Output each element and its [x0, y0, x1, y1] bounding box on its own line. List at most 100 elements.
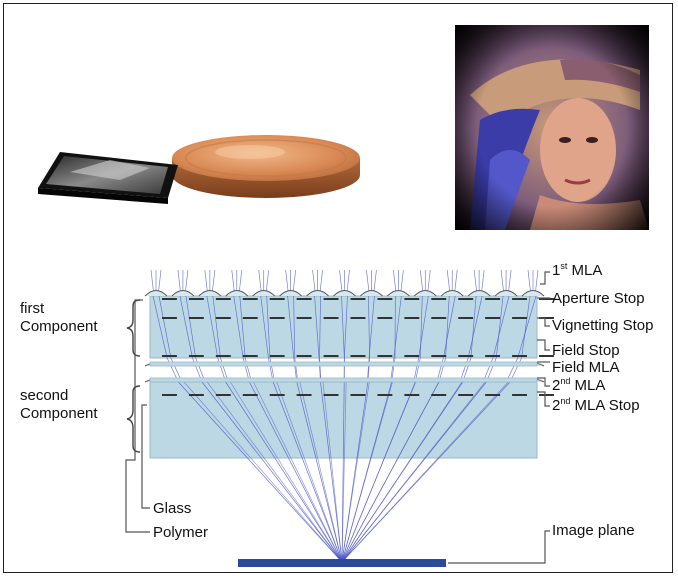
second-mla-text: MLA	[570, 377, 606, 394]
ray-channel	[314, 295, 321, 383]
first-mla-lenslet	[467, 290, 491, 297]
ray-channel	[179, 295, 203, 383]
field-mla-label: Field MLA	[552, 359, 620, 376]
second-mla-label: 2nd MLA	[552, 377, 605, 395]
image-plane-label: Image plane	[552, 522, 635, 539]
first-mla-lenslet	[171, 290, 195, 297]
ray-channel	[266, 295, 276, 383]
first-mla-label: 1st MLA	[552, 262, 602, 280]
ray-channel	[185, 295, 206, 383]
ray-to-image	[341, 381, 463, 563]
second-component-label-line2: Component	[20, 405, 98, 422]
ray-bundle	[150, 269, 539, 563]
first-mla-lenslet	[252, 290, 276, 297]
ray-channel	[509, 295, 531, 383]
ray-to-image	[341, 381, 370, 563]
second-mla-stop-text: MLA Stop	[570, 397, 640, 414]
ray-to-image	[230, 381, 343, 563]
first-mla-lenslet	[521, 290, 545, 297]
ray-to-image	[299, 381, 343, 563]
ray-channel	[486, 295, 504, 383]
ray-channel	[343, 295, 348, 383]
second-mla-ordinal: nd	[560, 376, 571, 386]
ray-to-image	[322, 381, 343, 563]
ray-to-image	[225, 381, 343, 563]
ray-channel	[239, 295, 252, 383]
ray-channel	[233, 295, 250, 383]
ray-channel	[260, 295, 274, 383]
ray-channel	[366, 295, 375, 383]
ray-to-image	[253, 381, 343, 563]
ray-to-image	[341, 381, 393, 563]
second-mla-number: 2	[552, 377, 561, 394]
first-mla-lenslet	[413, 290, 437, 297]
first-component-label-line2: Component	[20, 318, 98, 335]
first-mla-lenslet	[360, 290, 383, 297]
ray-channel	[390, 295, 402, 383]
image-plane-detector	[238, 559, 446, 567]
first-mla-text: MLA	[567, 262, 603, 279]
ray-to-image	[276, 381, 343, 563]
first-mla-lenslet	[440, 290, 464, 297]
second-component-label-line1: second	[20, 387, 69, 404]
ray-channel	[482, 295, 510, 383]
ray-channel	[436, 295, 456, 383]
first-mla-lenslet	[494, 290, 518, 297]
second-component-label: second Component	[20, 387, 98, 423]
first-mla-lenslet	[225, 290, 249, 297]
second-mla-stop-number: 2	[552, 397, 561, 414]
ray-to-image	[249, 381, 343, 563]
ray-channel	[158, 295, 183, 383]
first-mla-number: 1	[552, 262, 561, 279]
field-mla-substrate	[149, 361, 538, 367]
ray-channel	[319, 295, 322, 383]
first-mla-lenslet	[279, 290, 302, 297]
glass-leader-line	[141, 404, 150, 509]
first-mla-lenslet	[387, 290, 410, 297]
ray-channel	[438, 295, 450, 383]
ray-channel	[293, 295, 299, 383]
ray-channel	[152, 295, 179, 383]
field-stop-label: Field Stop	[552, 342, 620, 359]
camera-module	[38, 152, 178, 204]
first-mla-ordinal: st	[560, 261, 568, 271]
ray-channel	[212, 295, 229, 383]
ray-to-image	[272, 381, 343, 563]
ray-to-image	[341, 381, 347, 563]
second-mla-stop-ordinal: nd	[560, 396, 571, 406]
ray-to-image	[320, 381, 343, 563]
first-component-brace	[126, 299, 141, 357]
first-component-label-line1: first	[20, 300, 45, 317]
ray-channel	[367, 295, 371, 383]
ray-channel	[505, 295, 537, 383]
ray-to-image	[178, 381, 343, 563]
ray-to-image	[341, 381, 509, 563]
first-component-glass-block	[149, 295, 538, 359]
ray-channel	[414, 295, 423, 383]
first-mla-lenslet	[333, 290, 356, 297]
glass-label: Glass	[153, 500, 192, 517]
ray-to-image	[296, 381, 343, 563]
ray-channel	[206, 295, 227, 383]
ray-to-image	[341, 381, 486, 563]
ray-channel	[287, 295, 298, 383]
stop-layers	[162, 298, 554, 396]
vignetting-stop-label: Vignetting Stop	[552, 317, 654, 334]
first-component-label: first Component	[20, 300, 98, 336]
second-mla-substrate	[149, 377, 538, 383]
layer-leader-lines	[448, 271, 550, 564]
second-component-brace	[126, 385, 141, 453]
second-mla-stop-label: 2nd MLA Stop	[552, 397, 640, 415]
aperture-stop-label: Aperture Stop	[552, 290, 645, 307]
ray-channel	[459, 295, 483, 383]
microlens-arrays	[144, 290, 545, 383]
ray-channel	[413, 295, 429, 383]
ray-to-image	[341, 381, 416, 563]
first-mla-lenslet	[198, 290, 222, 297]
coin	[172, 135, 360, 198]
ray-channel	[391, 295, 396, 383]
polymer-leader-line	[125, 299, 150, 533]
